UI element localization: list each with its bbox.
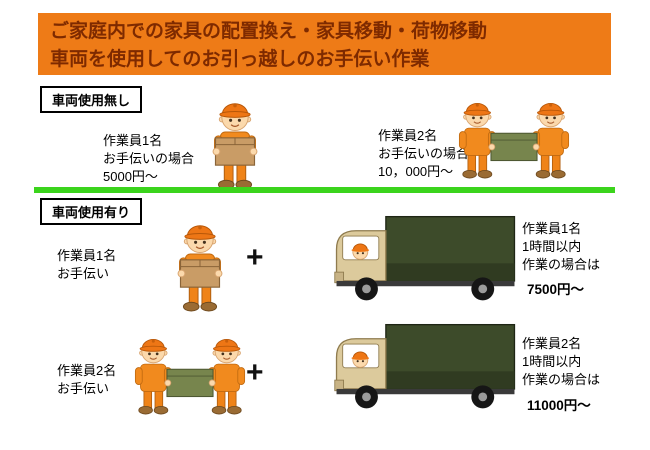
no-vehicle-item2-price: 10，000円～: [378, 164, 454, 180]
single-worker-icon: [161, 215, 239, 313]
two-workers-icon: [126, 330, 254, 415]
no-vehicle-item1-text: 作業員1名 お手伝いの場合 5000円～: [103, 132, 194, 187]
vehicle-row1-left-text: 作業員1名 お手伝い: [57, 247, 116, 283]
header-line1: ご家庭内での家具の配置換え・家具移動・荷物移動: [50, 21, 488, 42]
truck-icon: [333, 214, 518, 302]
vehicle-row2-right-text: 作業員2名 1時間以内 作業の場合は: [522, 335, 600, 390]
vehicle-row2-left-text: 作業員2名 お手伝い: [57, 362, 116, 398]
plus-sign: +: [246, 241, 264, 274]
green-divider: [34, 187, 615, 193]
no-vehicle-item2-line1: 作業員2名: [378, 128, 438, 143]
vehicle-row1-left-line1: 作業員1名: [57, 248, 117, 263]
header-line2: 車両を使用してのお引っ越しのお手伝い作業: [50, 48, 430, 70]
vehicle-row1-right-line2: 1時間以内: [522, 239, 582, 255]
vehicle-row1-right-text: 作業員1名 1時間以内 作業の場合は: [522, 220, 600, 275]
no-vehicle-item1-line1: 作業員1名: [103, 133, 163, 148]
vehicle-row2-price: 11000円～: [527, 398, 591, 413]
no-vehicle-item2-text: 作業員2名 お手伝いの場合 10，000円～: [378, 127, 469, 182]
vehicle-row2-left-line2: お手伝い: [57, 381, 110, 397]
vehicle-label: 車両使用有り: [40, 198, 143, 225]
vehicle-row2-right-line2: 1時間以内: [522, 354, 582, 370]
no-vehicle-item1-line2: お手伝いの場合: [103, 151, 195, 167]
two-workers-icon: [450, 94, 578, 179]
no-vehicle-item1-price: 5000円～: [103, 169, 158, 185]
vehicle-row2-left-line1: 作業員2名: [57, 363, 117, 378]
vehicle-row2-right-line1: 作業員2名: [522, 336, 582, 351]
single-worker-icon: [196, 93, 274, 191]
vehicle-row1-right-line1: 作業員1名: [522, 221, 582, 236]
vehicle-row1-price: 7500円～: [527, 282, 585, 297]
no-vehicle-label: 車両使用無し: [40, 86, 143, 113]
vehicle-row1-left-line2: お手伝い: [57, 266, 110, 282]
vehicle-row2-right-line3: 作業の場合は: [522, 372, 601, 388]
no-vehicle-item2-line2: お手伝いの場合: [378, 146, 470, 162]
vehicle-row1-right-line3: 作業の場合は: [522, 257, 601, 273]
truck-icon: [333, 322, 518, 410]
header-banner: ご家庭内での家具の配置換え・家具移動・荷物移動 車両を使用してのお引っ越しのお手…: [38, 13, 611, 75]
plus-sign: +: [246, 356, 264, 389]
